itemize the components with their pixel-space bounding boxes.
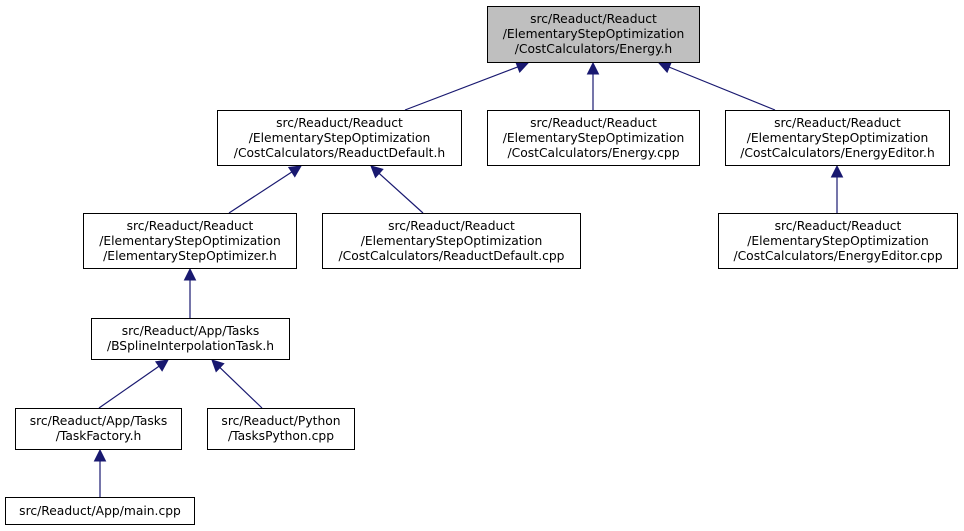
dependency-edge <box>98 365 160 409</box>
node-line: src/Readuct/Readuct <box>530 115 657 130</box>
node-line: /CostCalculators/EnergyEditor.h <box>740 145 935 160</box>
node-line: /TasksPython.cpp <box>228 429 334 443</box>
node-line: src/Readuct/App/main.cpp <box>19 503 181 518</box>
node-energy-cpp[interactable]: src/Readuct/Readuct /ElementaryStepOptim… <box>487 110 700 166</box>
arrowhead <box>370 165 384 179</box>
node-line: src/Readuct/Python <box>221 414 341 428</box>
dependency-edge <box>219 367 263 409</box>
arrowhead <box>830 164 844 178</box>
node-line: /ElementaryStepOptimization <box>502 27 685 41</box>
node-line: src/Readuct/App/Tasks <box>29 414 168 428</box>
node-line: /CostCalculators/ReaductDefault.cpp <box>338 248 565 263</box>
node-line: /ElementaryStepOptimizer.h <box>103 248 277 263</box>
node-line: /CostCalculators/Energy.cpp <box>507 145 680 160</box>
node-line: src/Readuct/Readuct <box>276 115 403 130</box>
node-readuct-default-h[interactable]: src/Readuct/Readuct /ElementaryStepOptim… <box>217 110 462 166</box>
node-main-cpp[interactable]: src/Readuct/App/main.cpp <box>5 497 195 525</box>
node-elementary-step-optimizer-h[interactable]: src/Readuct/Readuct /ElementaryStepOptim… <box>83 213 297 269</box>
node-line: /BSplineInterpolationTask.h <box>106 339 275 353</box>
node-line: /ElementaryStepOptimization <box>747 233 929 248</box>
node-line: src/Readuct/Readuct <box>530 12 657 26</box>
node-line: src/Readuct/Readuct <box>388 218 515 233</box>
node-bspline-interpolation-task-h[interactable]: src/Readuct/App/Tasks /BSplineInterpolat… <box>91 318 290 360</box>
node-line: /ElementaryStepOptimization <box>360 233 543 248</box>
dependency-edge <box>378 172 424 214</box>
node-line: /TaskFactory.h <box>55 429 142 443</box>
node-line: /ElementaryStepOptimization <box>99 233 281 248</box>
node-energy-editor-h[interactable]: src/Readuct/Readuct /ElementaryStepOptim… <box>725 110 950 166</box>
arrowhead <box>287 165 302 178</box>
arrowhead <box>154 359 169 372</box>
node-energy-h[interactable]: src/Readuct/Readuct /ElementaryStepOptim… <box>487 6 700 63</box>
node-line: /CostCalculators/EnergyEditor.cpp <box>733 248 943 263</box>
node-line: src/Readuct/Readuct <box>126 218 254 233</box>
node-line: /ElementaryStepOptimization <box>746 130 929 145</box>
node-readuct-default-cpp[interactable]: src/Readuct/Readuct /ElementaryStepOptim… <box>322 213 581 269</box>
arrowhead <box>586 61 600 75</box>
node-energy-editor-cpp[interactable]: src/Readuct/Readuct /ElementaryStepOptim… <box>718 213 958 269</box>
node-line: /CostCalculators/ReaductDefault.h <box>233 145 446 160</box>
dependency-edge <box>668 66 776 111</box>
node-line: /ElementaryStepOptimization <box>502 130 685 145</box>
node-line: src/Readuct/Readuct <box>774 218 902 233</box>
arrowhead <box>211 359 225 373</box>
node-tasks-python-cpp[interactable]: src/Readuct/Python /TasksPython.cpp <box>207 408 355 450</box>
dependency-edge <box>404 66 518 111</box>
arrowhead <box>183 267 197 281</box>
node-line: /ElementaryStepOptimization <box>248 130 431 145</box>
dependency-edge <box>228 171 293 214</box>
arrowhead <box>93 448 107 462</box>
node-line: src/Readuct/App/Tasks <box>121 324 260 338</box>
node-task-factory-h[interactable]: src/Readuct/App/Tasks /TaskFactory.h <box>15 408 182 450</box>
node-line: /CostCalculators/Energy.h <box>514 42 673 56</box>
arrowhead <box>657 61 673 74</box>
arrowhead <box>515 61 530 73</box>
node-line: src/Readuct/Readuct <box>774 115 901 130</box>
